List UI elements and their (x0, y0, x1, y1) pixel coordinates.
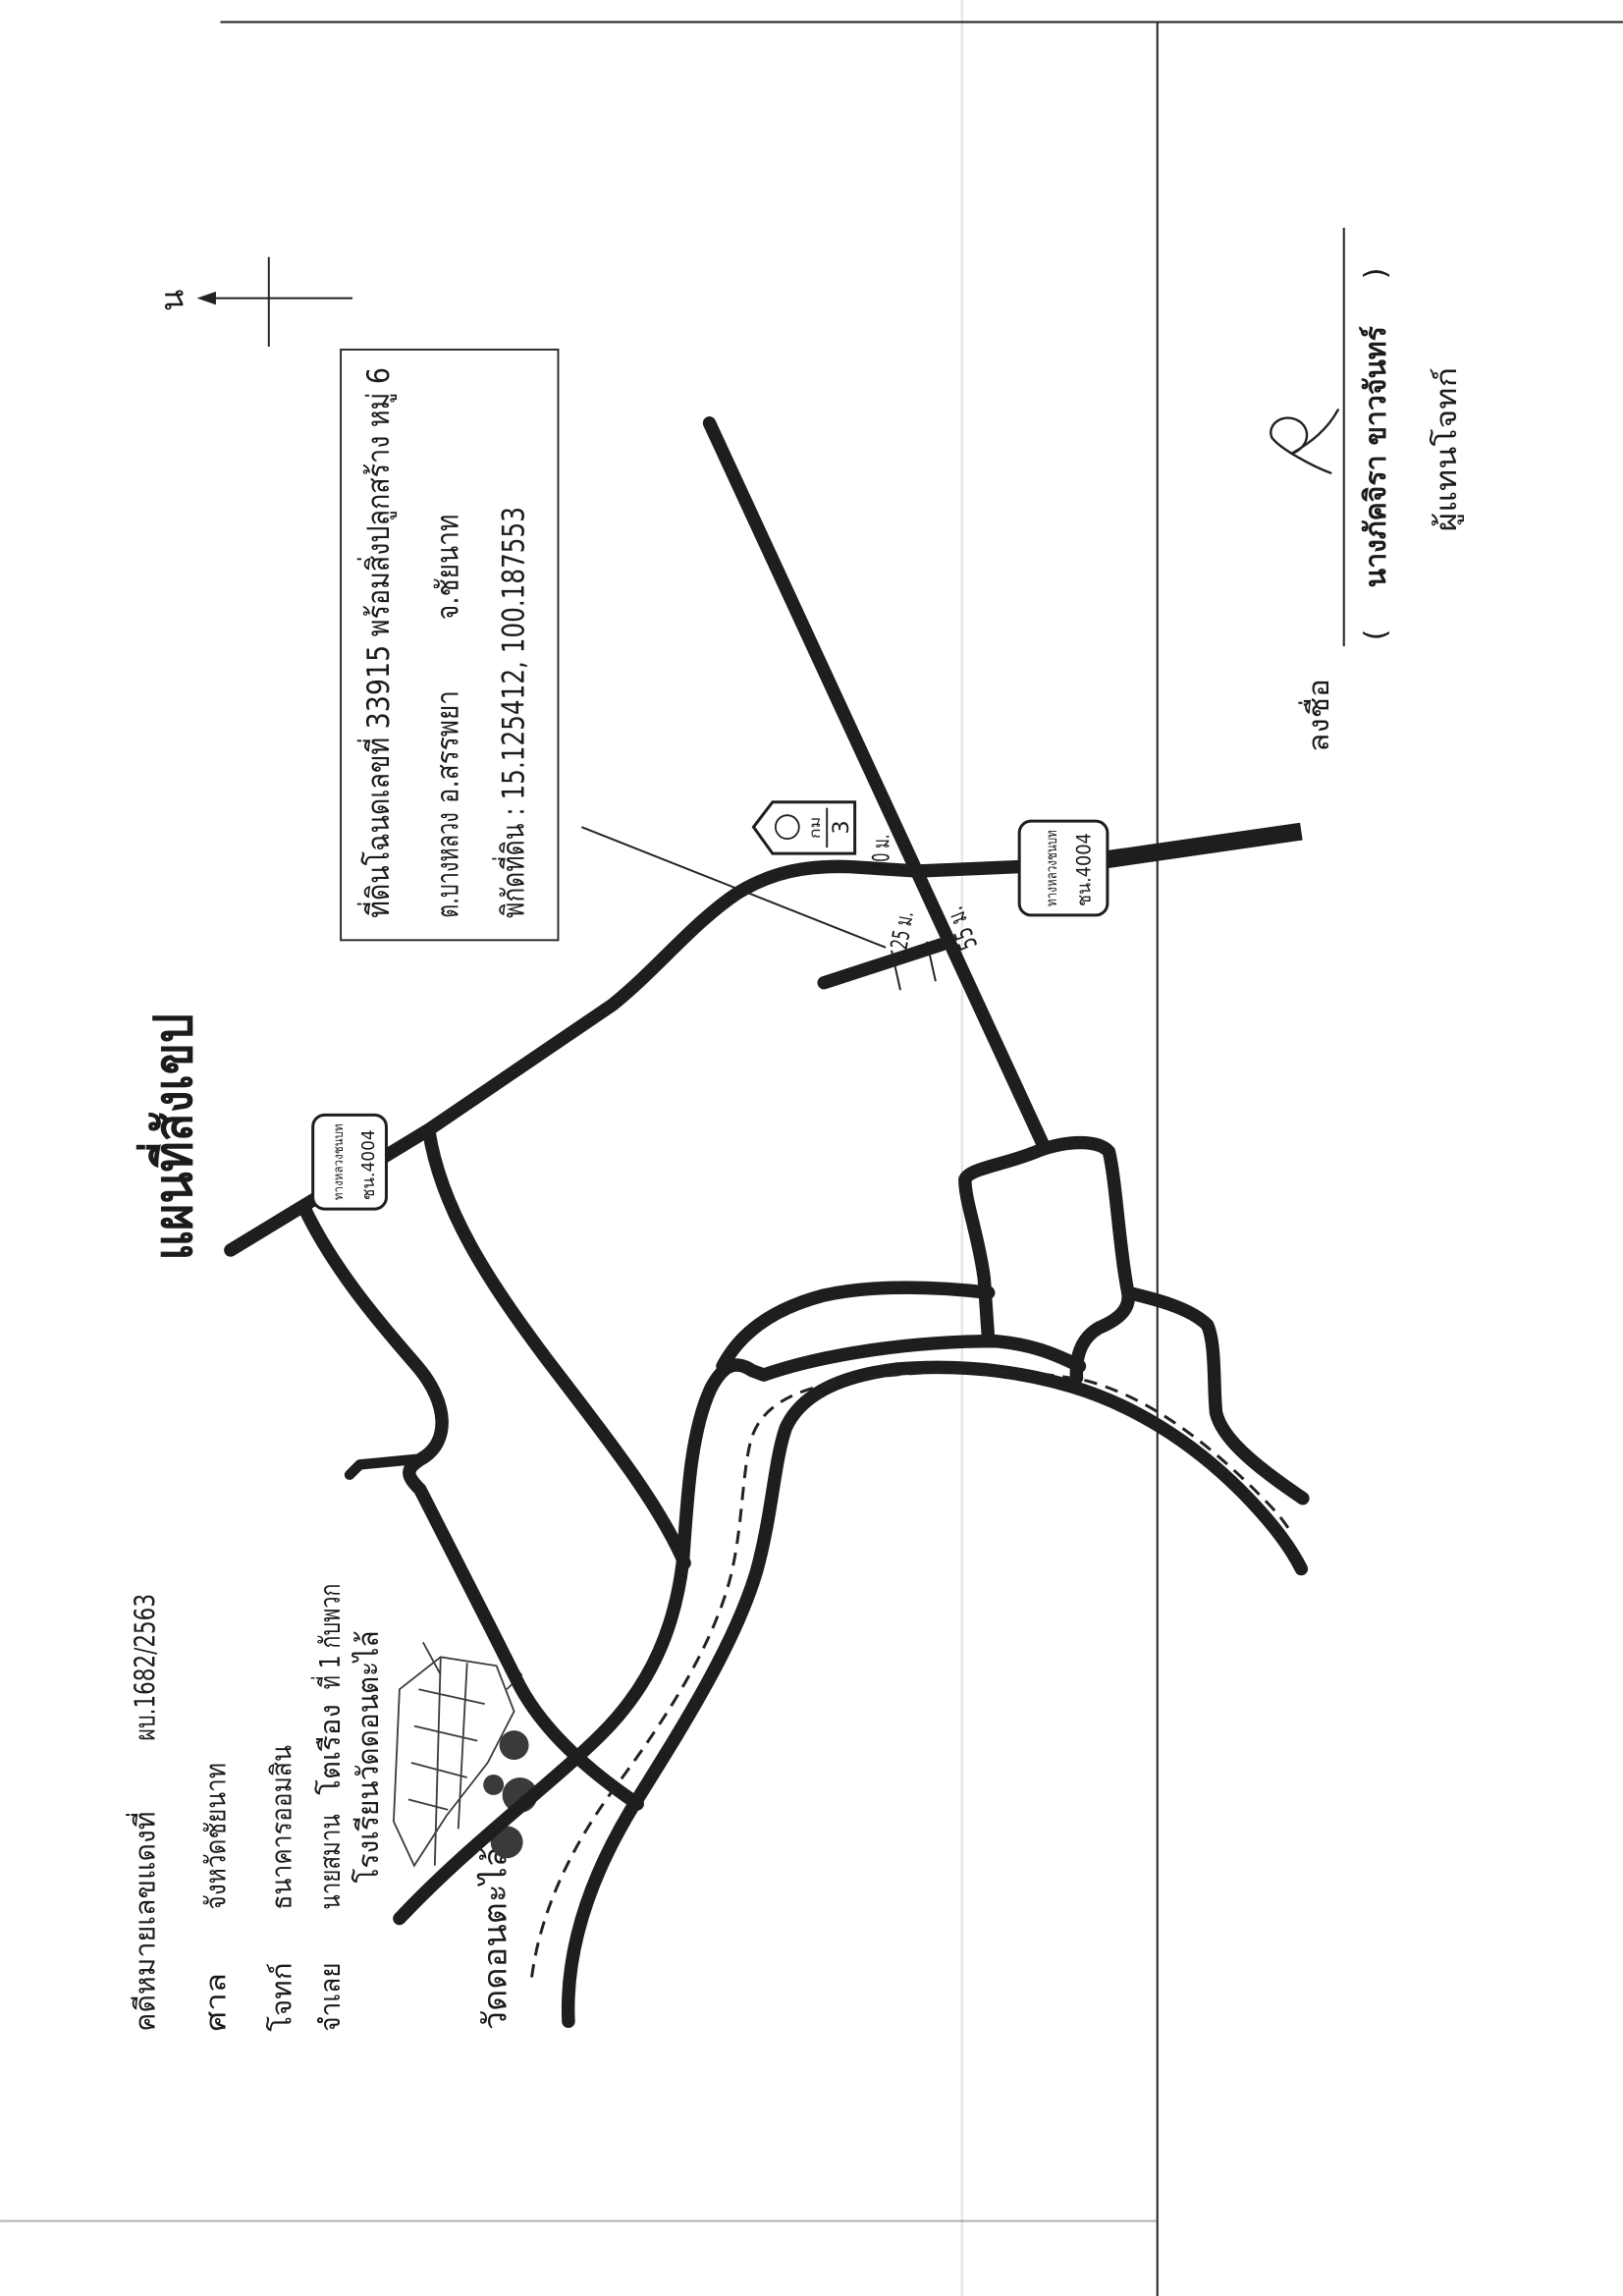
land-district: อ.สรรพยา (430, 690, 465, 803)
handwritten-signature-icon (1270, 409, 1339, 474)
case-number: ผบ.1682/2563 (130, 1594, 162, 1741)
canal-bank-lower (561, 1360, 1309, 2029)
distance-label-25m: 25 ม. (886, 909, 919, 952)
case-number-label: คดีหมายเลขแดงที่ (127, 1811, 162, 2031)
road-spur (344, 1453, 427, 1481)
north-label: น (153, 290, 191, 311)
plaintiff-label: โจทก์ (266, 1962, 298, 2031)
road-sign-west-type: ทางหลวงชนบท (332, 1123, 347, 1200)
dimension-tick-2 (925, 941, 937, 982)
land-info-box (340, 349, 560, 942)
land-subdistrict: ต.บางหลวง (430, 812, 465, 918)
km-post-unit: กม (806, 817, 824, 839)
road-loop (958, 1135, 1135, 1385)
road-sign-east: ทางหลวงชนบท ชน.4004 (1017, 819, 1109, 917)
land-coordinates: พิกัดที่ดิน : 15.125412, 100.187553 (492, 507, 532, 918)
signer-name: นางภัคจิรา ขาวจันทร์ (1359, 326, 1393, 587)
canal-centerline (530, 1369, 1294, 1978)
km-post-value: 3 (829, 820, 854, 834)
plaintiff-name: ธนาคารออมสิน (266, 1745, 298, 1910)
dimension-tick-1 (891, 950, 901, 991)
defendant-note: ที่ 1 กับพวก (311, 1584, 347, 1690)
distance-label-40m: 40 ม. (868, 835, 895, 871)
north-arrow-icon (196, 256, 353, 348)
signer-open-paren: ( (1359, 629, 1393, 641)
road-sign-west-code: ชน.4004 (358, 1129, 379, 1200)
temple-label: วัดดอนตะไล้ (476, 1846, 514, 2030)
km-post-emblem-icon (774, 814, 800, 841)
defendant-name: นายสมาน (314, 1814, 347, 1909)
court-name: จังหวัดชัยนาท (199, 1763, 232, 1910)
road-main-east (1106, 822, 1303, 868)
signer-role: ผู้แทนโจทก์ (1429, 367, 1464, 532)
sign-label: ลงชื่อ (1298, 679, 1336, 752)
km-post: กม 3 (751, 800, 857, 855)
road-diagonal (702, 416, 1052, 1154)
road-west-branch (422, 1124, 691, 1570)
court-label: ศาล (199, 1973, 232, 2032)
pointer-line (581, 826, 887, 949)
land-deed-text: ที่ดินโฉนดเลขที่ 33915 พร้อมสิ่งปลูกสร้า… (356, 367, 397, 918)
school-label: โรงเรียนวัดดอนตะไล้ (351, 1630, 386, 1883)
defendant-surname: โตเรือง (314, 1704, 347, 1795)
canal-bank-upper (393, 1334, 1087, 1926)
road-sign-east-code: ชน.4004 (1072, 833, 1095, 906)
road-north-bank (716, 1281, 996, 1373)
road-east-branch (1121, 1285, 1310, 1505)
defendant-label: จำเลย (314, 1962, 347, 2031)
road-main-curve (224, 859, 1026, 1257)
access-road (817, 938, 948, 990)
road-far-west-branch (297, 1200, 644, 1811)
road-sign-east-type: ทางหลวงชนบท (1043, 830, 1060, 906)
signer-close-paren: ) (1359, 268, 1393, 280)
page-title: แผนที่สังเขป (135, 1013, 204, 1260)
land-province: จ.ชัยนาท (430, 515, 465, 621)
road-sign-west: ทางหลวงชนบท ชน.4004 (311, 1113, 388, 1211)
